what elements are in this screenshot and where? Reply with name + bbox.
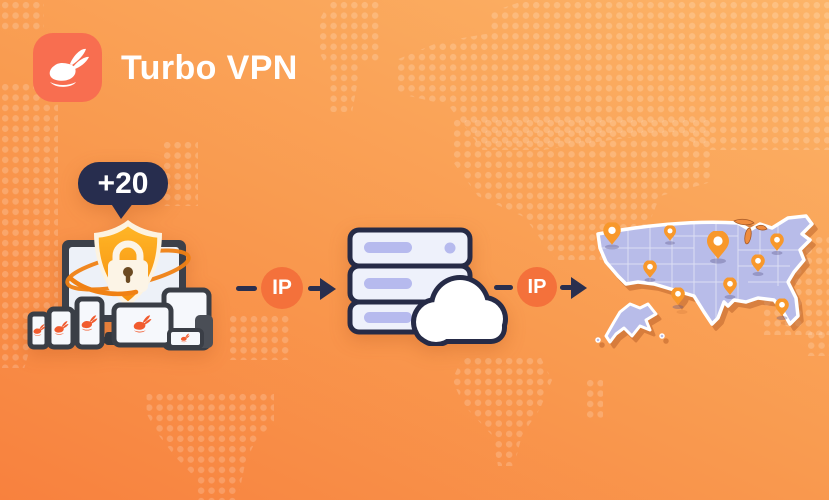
arrow-right-icon <box>320 278 336 300</box>
arrow-line <box>560 285 573 290</box>
pin-shadows <box>605 241 788 320</box>
world-dots-pattern <box>228 314 292 360</box>
rabbit-icon <box>44 44 92 92</box>
connector-dash <box>494 285 513 290</box>
vpn-server-illustration <box>347 227 508 346</box>
cloud-icon <box>411 275 508 346</box>
app-name: Turbo VPN <box>121 49 298 87</box>
orbit-ring-front <box>67 275 139 297</box>
ip-badge: IP <box>517 267 557 307</box>
alaska-shape <box>604 302 658 344</box>
world-dots-pattern <box>452 356 552 466</box>
world-dots-pattern <box>318 0 380 112</box>
great-lakes <box>733 218 768 245</box>
plus-20-badge: +20 <box>78 162 168 219</box>
world-dots-pattern <box>162 140 198 206</box>
shield-lock-icon <box>94 220 162 307</box>
world-dots-pattern <box>585 378 603 420</box>
location-pin-icon <box>671 287 685 305</box>
plus-20-label: +20 <box>98 167 149 200</box>
world-dots-pattern <box>146 392 274 500</box>
arrow-right-icon <box>571 277 587 299</box>
usa-server-map <box>595 214 814 344</box>
world-dots-pattern <box>0 0 44 30</box>
turbo-vpn-logo <box>33 33 102 102</box>
server-icon <box>347 227 473 335</box>
protected-devices-illustration: +20 <box>27 162 213 351</box>
connector-dash <box>236 286 257 291</box>
arrow-line <box>308 286 322 291</box>
world-dots-pattern <box>806 330 829 356</box>
ip-badge: IP <box>261 267 303 309</box>
